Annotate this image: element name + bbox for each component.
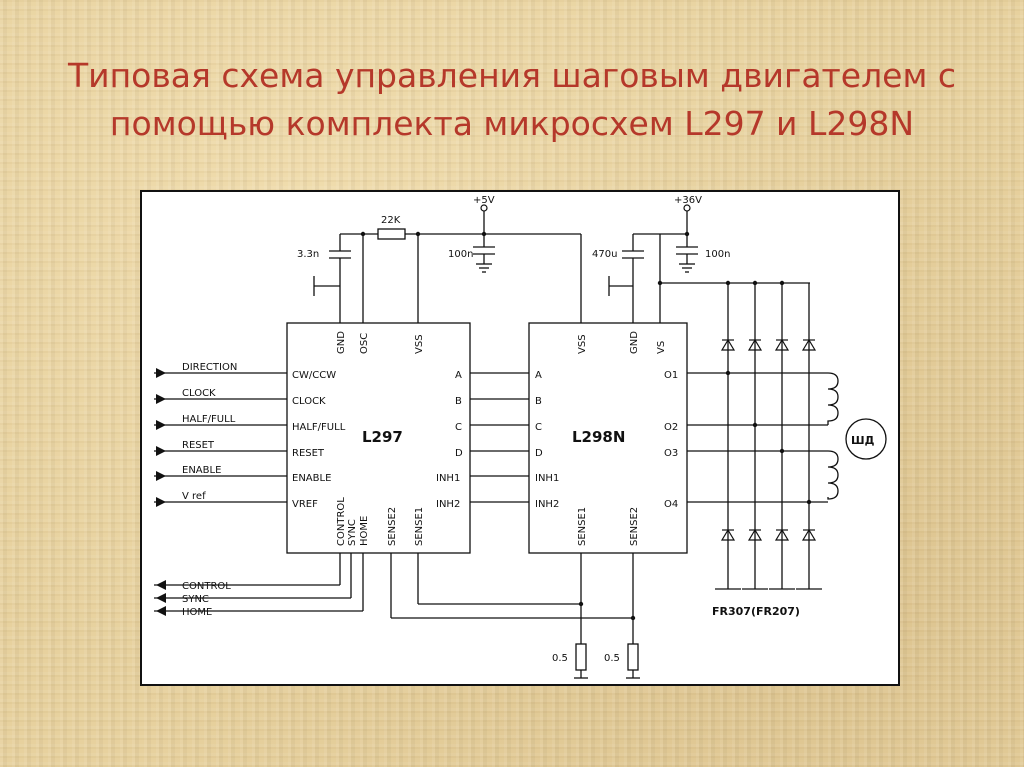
- l297-pin-a: A: [455, 370, 462, 381]
- l297-pin-enable: ENABLE: [292, 473, 331, 484]
- l298n-chip-name: L298N: [572, 428, 625, 446]
- l297-pin-sync: SYNC: [347, 519, 358, 546]
- sense-resistor-2-label: 0.5: [604, 653, 620, 664]
- l297-chip-name: L297: [362, 428, 403, 446]
- l298n-pin-o4: O4: [664, 499, 678, 510]
- cap-36v-label: 100n: [705, 249, 730, 260]
- circuit-schematic: DIRECTION CLOCK HALF/FULL RESET ENABLE V…: [140, 190, 900, 686]
- output-label-control: CONTROL: [182, 581, 231, 592]
- l297-pin-clock: CLOCK: [292, 396, 326, 407]
- l297-pin-vref: VREF: [292, 499, 318, 510]
- l297-chip-body: [286, 322, 471, 554]
- cap-3-3n-label: 3.3n: [297, 249, 319, 260]
- slide-title: Типовая схема управления шаговым двигате…: [40, 52, 984, 148]
- l298n-pin-o3: O3: [664, 448, 678, 459]
- l297-pin-d: D: [455, 448, 463, 459]
- l297-pin-sense1: SENSE1: [414, 507, 425, 546]
- input-label-clock: CLOCK: [182, 388, 216, 399]
- l297-pin-osc: OSC: [359, 333, 370, 354]
- l297-pin-sense2: SENSE2: [387, 507, 398, 546]
- output-label-sync: SYNC: [182, 594, 209, 605]
- l297-pin-half-full: HALF/FULL: [292, 422, 346, 433]
- supply-5v-label: +5V: [473, 195, 495, 206]
- l298n-pin-b: B: [535, 396, 542, 407]
- l297-pin-inh2: INH2: [436, 499, 460, 510]
- cap-5v-label: 100n: [448, 249, 473, 260]
- input-arrows: [156, 368, 166, 616]
- l297-pin-control: CONTROL: [336, 497, 347, 546]
- l298n-pin-sense1: SENSE1: [577, 507, 588, 546]
- cap-470u-label: 470u: [592, 249, 617, 260]
- input-label-reset: RESET: [182, 440, 215, 451]
- l298n-pin-d: D: [535, 448, 543, 459]
- l298n-pin-sense2: SENSE2: [629, 507, 640, 546]
- diodes: [720, 338, 817, 541]
- sense-resistor-1-label: 0.5: [552, 653, 568, 664]
- junction-dots: [360, 231, 812, 621]
- l297-pin-cwccw: CW/CCW: [292, 370, 336, 381]
- supply-36v-label: +36V: [674, 195, 702, 206]
- l298n-pin-o1: O1: [664, 370, 678, 381]
- input-label-enable: ENABLE: [182, 465, 221, 476]
- schematic-drawing: DIRECTION CLOCK HALF/FULL RESET ENABLE V…: [154, 195, 887, 679]
- l297-pin-c: C: [455, 422, 462, 433]
- l298n-pin-gnd: GND: [629, 331, 640, 354]
- l298n-pin-a: A: [535, 370, 542, 381]
- l298n-chip-body: [528, 322, 688, 554]
- l298n-pin-inh2: INH2: [535, 499, 559, 510]
- l297-pin-reset: RESET: [292, 448, 325, 459]
- diodes-label: FR307(FR207): [712, 605, 800, 618]
- l298n-pin-vss: VSS: [577, 334, 588, 354]
- l297-pin-vss: VSS: [414, 334, 425, 354]
- motor-circle: [845, 418, 887, 460]
- l298n-pin-inh1: INH1: [535, 473, 559, 484]
- l297-pin-b: B: [455, 396, 462, 407]
- input-label-vref: V ref: [182, 491, 206, 502]
- l298n-pin-o2: O2: [664, 422, 678, 433]
- l297-pin-gnd: GND: [336, 331, 347, 354]
- input-label-direction: DIRECTION: [182, 362, 237, 373]
- l298n-pin-vs: VS: [656, 341, 667, 354]
- input-label-half-full: HALF/FULL: [182, 414, 236, 425]
- slide-title-line-2: помощью комплекта микросхем L297 и L298N: [109, 104, 915, 143]
- l297-pin-inh1: INH1: [436, 473, 460, 484]
- l298n-pin-c: C: [535, 422, 542, 433]
- output-label-home: HOME: [182, 607, 212, 618]
- slide-title-line-1: Типовая схема управления шаговым двигате…: [67, 56, 956, 95]
- motor-label: ШД: [851, 434, 875, 447]
- l297-pin-home: HOME: [359, 516, 370, 546]
- resistor-22k-label: 22K: [381, 215, 401, 226]
